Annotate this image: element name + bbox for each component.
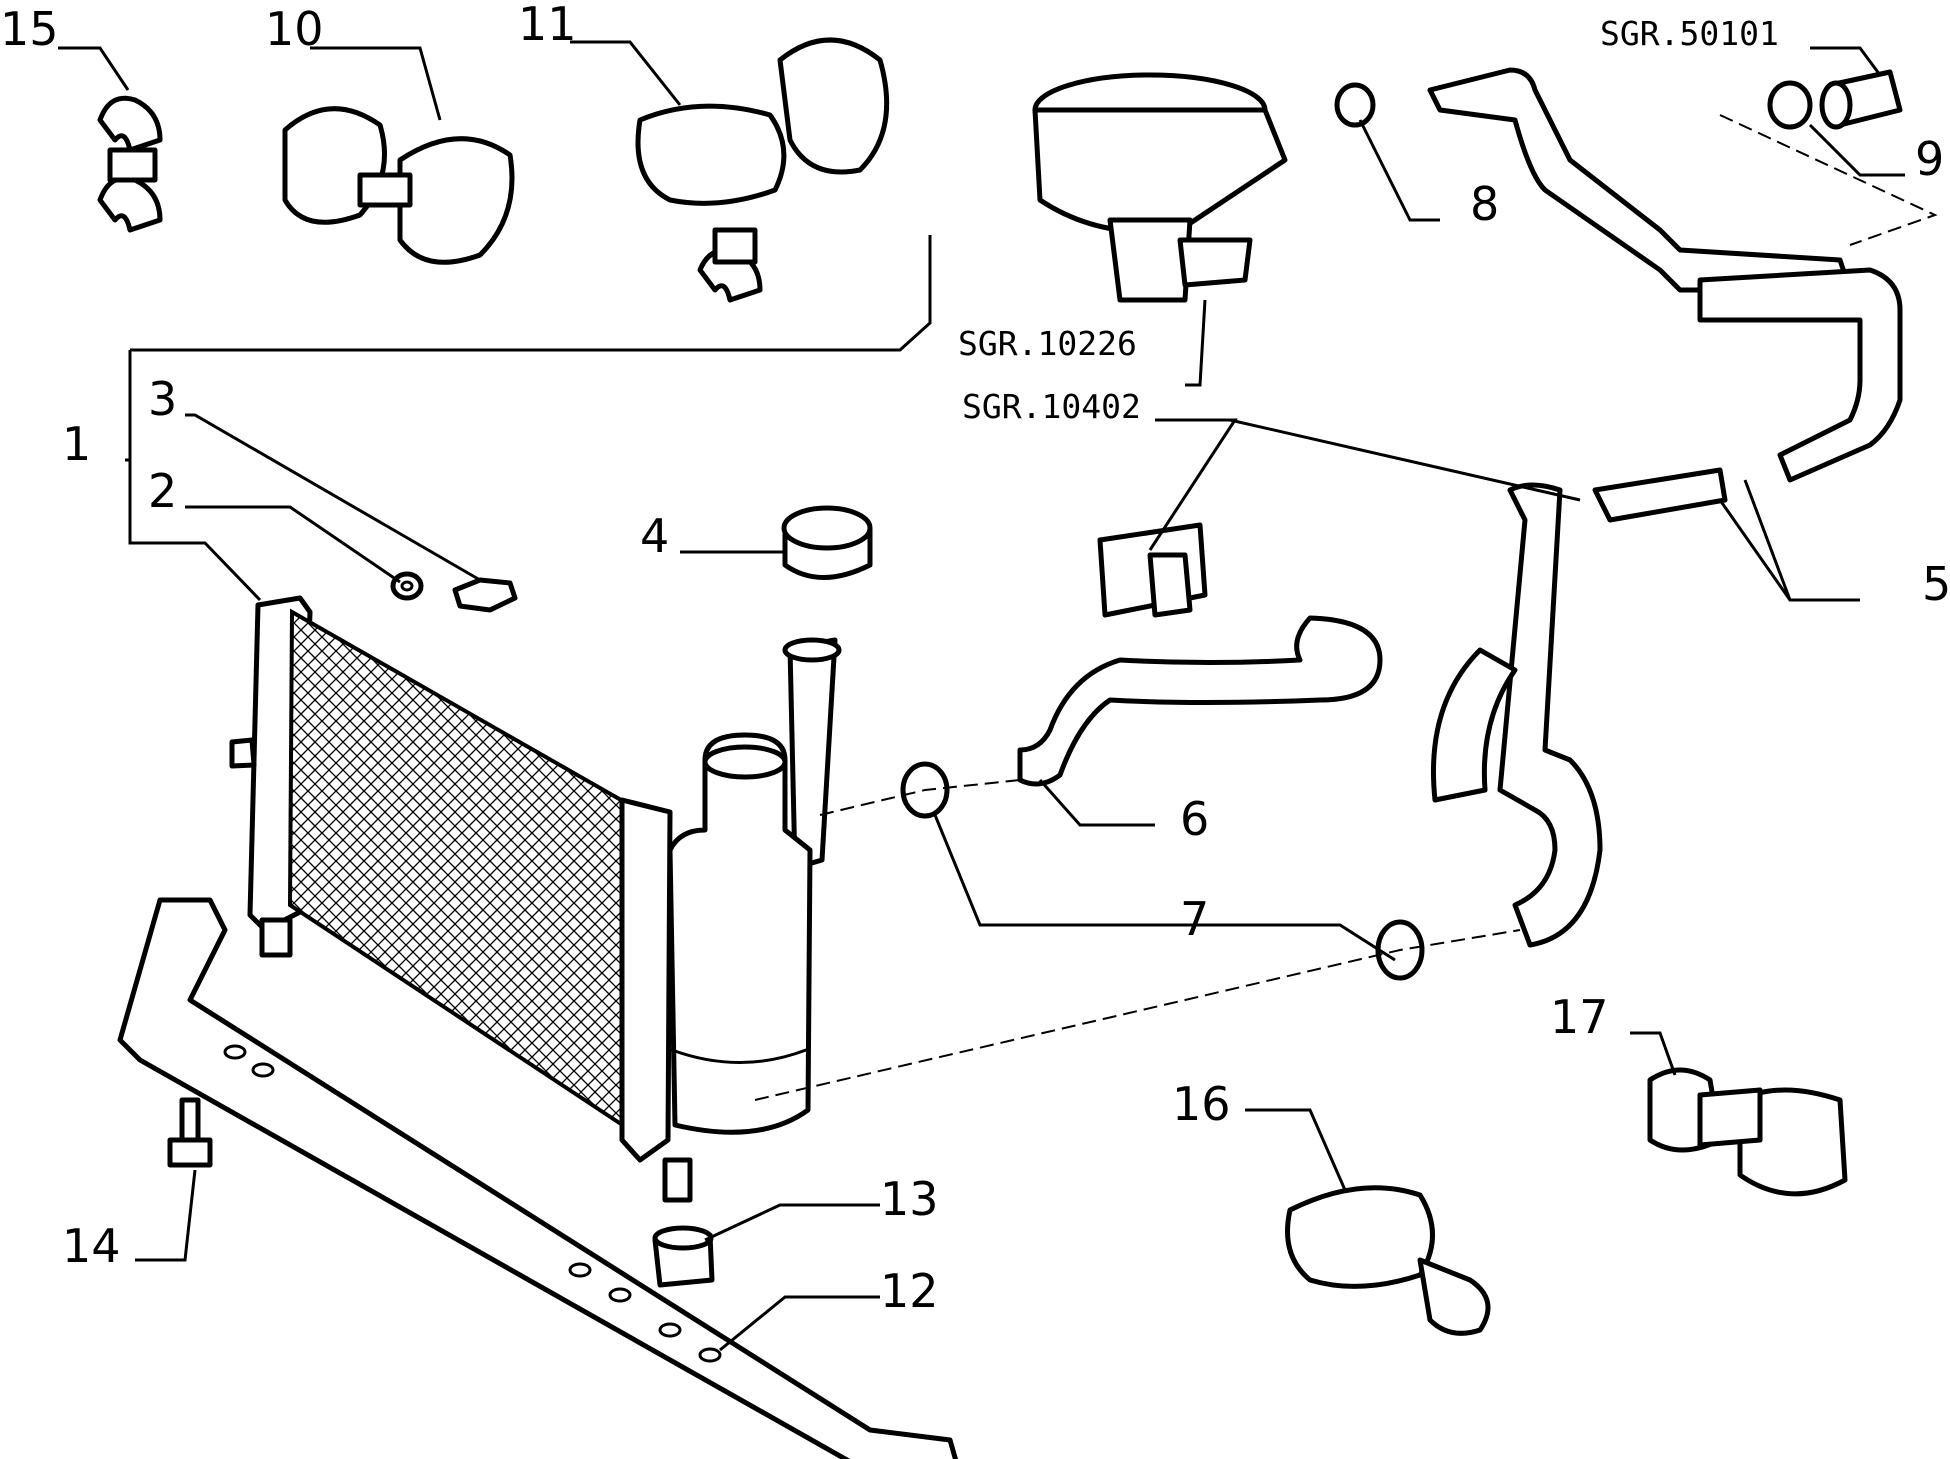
callout-4: 4	[640, 509, 669, 563]
callout-1: 1	[62, 417, 91, 471]
callout-3: 3	[148, 372, 177, 426]
grommet[interactable]	[652, 1225, 715, 1288]
clip-16[interactable]	[1285, 1185, 1491, 1336]
callout-17: 17	[1550, 990, 1609, 1044]
callout-16: 16	[1172, 1077, 1231, 1131]
callout-2: 2	[148, 464, 177, 518]
ref-sgr-10402: SGR.10402	[962, 387, 1141, 426]
hose-clamp-8[interactable]	[1334, 82, 1376, 128]
callout-8: 8	[1470, 177, 1499, 231]
callout-9: 9	[1915, 132, 1944, 186]
flange[interactable]	[1097, 522, 1208, 618]
callout-10: 10	[265, 2, 324, 56]
callout-13: 13	[880, 1172, 939, 1226]
ref-sgr-10226: SGR.10226	[958, 324, 1137, 363]
hose-clamp-9[interactable]	[1767, 80, 1813, 130]
clip-10[interactable]	[282, 106, 515, 265]
clip-17[interactable]	[1647, 1067, 1848, 1197]
washer[interactable]	[390, 571, 424, 601]
hose-9[interactable]	[1819, 69, 1903, 130]
expansion-tank[interactable]	[667, 637, 842, 1135]
bolt[interactable]	[167, 1097, 213, 1168]
callout-7: 7	[1180, 892, 1209, 946]
radiator-cap[interactable]	[781, 505, 873, 580]
callout-15: 15	[0, 2, 59, 56]
leader-lines	[58, 40, 1905, 1352]
callout-11: 11	[518, 0, 577, 51]
hose-6[interactable]	[1017, 615, 1383, 787]
callout-12: 12	[880, 1264, 939, 1318]
hose-5[interactable]	[1427, 67, 1903, 948]
radiator[interactable]	[229, 595, 693, 1203]
callout-6: 6	[1180, 792, 1209, 846]
throttle-body[interactable]	[1032, 72, 1288, 303]
callout-14: 14	[62, 1219, 121, 1273]
clip-11[interactable]	[635, 37, 890, 303]
crossmember[interactable]	[117, 897, 960, 1459]
temperature-sensor[interactable]	[452, 577, 518, 613]
ref-sgr-50101: SGR.50101	[1600, 14, 1779, 53]
callout-5: 5	[1922, 557, 1950, 611]
clip-15[interactable]	[97, 95, 163, 233]
